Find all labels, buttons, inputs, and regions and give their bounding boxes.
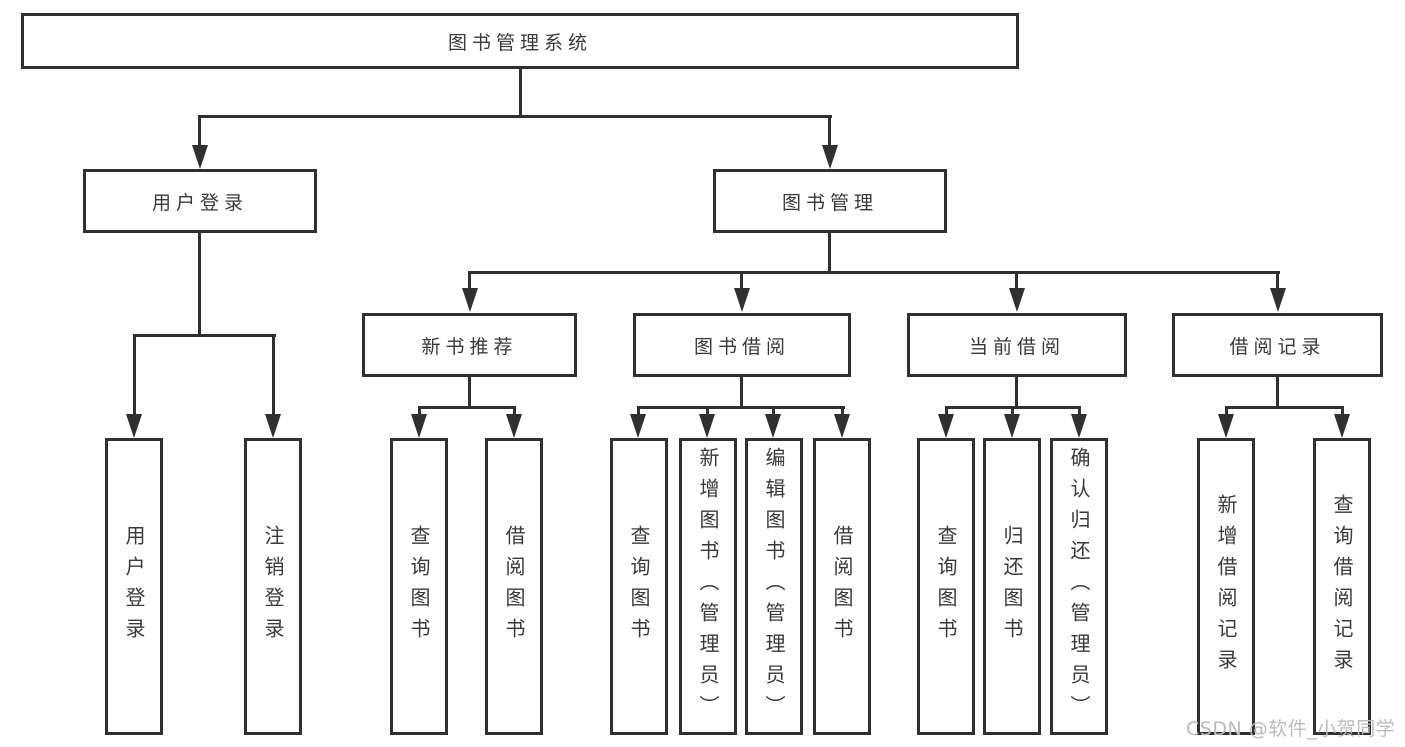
connector-vline [772, 406, 775, 417]
connector-vline [945, 406, 948, 417]
arrowhead-down-icon [126, 414, 142, 438]
arrowhead-down-icon [506, 414, 522, 438]
connector-vline [706, 406, 709, 417]
connector-vline [468, 271, 471, 289]
branch-box-user-login: 用户登录 [83, 169, 317, 233]
section-label: 当前借阅 [968, 335, 1065, 358]
leaf-label: 归还图书 [1000, 524, 1024, 649]
section-box-current-borrow: 当前借阅 [907, 313, 1127, 377]
arrowhead-down-icon [1009, 288, 1025, 312]
connector-vline [828, 115, 831, 148]
arrowhead-down-icon [1270, 288, 1286, 312]
leaf-box-query-borrow-record: 查询借阅记录 [1313, 438, 1371, 735]
section-box-book-borrow: 图书借阅 [633, 313, 851, 377]
connector-vline [740, 377, 743, 409]
branch-label: 用户登录 [151, 191, 248, 214]
connector-vline [1341, 406, 1344, 417]
connector-vline [1015, 271, 1018, 289]
leaf-label: 新增图书（管理员） [696, 447, 720, 726]
branch-box-book-mgmt: 图书管理 [713, 169, 947, 233]
connector-hline [637, 406, 845, 409]
arrowhead-down-icon [265, 414, 281, 438]
section-label: 图书借阅 [693, 335, 790, 358]
leaf-box-user-login: 用户登录 [105, 438, 163, 735]
arrowhead-down-icon [462, 288, 478, 312]
leaf-box-confirm-return-admin: 确认归还（管理员） [1050, 438, 1108, 735]
section-label: 借阅记录 [1229, 335, 1326, 358]
root-box-library-system: 图书管理系统 [21, 13, 1019, 69]
connector-vline [468, 377, 471, 409]
arrowhead-down-icon [1004, 414, 1020, 438]
connector-vline [519, 67, 522, 118]
arrowhead-down-icon [734, 288, 750, 312]
connector-hline [198, 115, 832, 118]
arrowhead-down-icon [822, 145, 838, 169]
arrowhead-down-icon [411, 414, 427, 438]
leaf-label: 借阅图书 [502, 524, 526, 649]
connector-vline [1078, 406, 1081, 417]
leaf-box-return-books: 归还图书 [983, 438, 1041, 735]
arrowhead-down-icon [1071, 414, 1087, 438]
arrowhead-down-icon [1334, 414, 1350, 438]
branch-label: 图书管理 [781, 191, 878, 214]
connector-vline [1276, 271, 1279, 289]
leaf-label: 编辑图书（管理员） [762, 447, 786, 726]
section-label: 新书推荐 [421, 335, 518, 358]
leaf-label: 查询图书 [934, 524, 958, 649]
section-box-new-books: 新书推荐 [362, 313, 577, 377]
leaf-label: 查询图书 [407, 524, 431, 649]
connector-vline [1276, 377, 1279, 409]
arrowhead-down-icon [630, 414, 646, 438]
connector-vline [1015, 377, 1018, 409]
leaf-box-edit-books-admin: 编辑图书（管理员） [745, 438, 803, 735]
connector-vline [637, 406, 640, 417]
leaf-label: 查询图书 [627, 524, 651, 649]
connector-vline [133, 334, 136, 417]
leaf-box-borrow-books-newbooks: 借阅图书 [485, 438, 543, 735]
arrowhead-down-icon [765, 414, 781, 438]
connector-hline [418, 406, 516, 409]
leaf-label: 注销登录 [261, 524, 285, 649]
leaf-label: 确认归还（管理员） [1067, 447, 1091, 726]
leaf-label: 用户登录 [122, 524, 146, 649]
leaf-box-add-books-admin: 新增图书（管理员） [679, 438, 737, 735]
connector-vline [740, 271, 743, 289]
arrowhead-down-icon [192, 145, 208, 169]
connector-vline [1225, 406, 1228, 417]
leaf-box-borrow-books: 借阅图书 [813, 438, 871, 735]
arrowhead-down-icon [699, 414, 715, 438]
connector-vline [841, 406, 844, 417]
connector-vline [513, 406, 516, 417]
leaf-box-logout: 注销登录 [244, 438, 302, 735]
connector-hline [468, 271, 1280, 274]
leaf-label: 新增借阅记录 [1214, 493, 1238, 680]
connector-hline [1225, 406, 1344, 409]
connector-vline [828, 233, 831, 274]
root-label: 图书管理系统 [447, 31, 592, 54]
arrowhead-down-icon [938, 414, 954, 438]
leaf-label: 借阅图书 [830, 524, 854, 649]
connector-vline [272, 334, 275, 417]
leaf-box-add-borrow-record: 新增借阅记录 [1197, 438, 1255, 735]
section-box-borrow-records: 借阅记录 [1172, 313, 1383, 377]
leaf-box-query-books-newbooks: 查询图书 [390, 438, 448, 735]
connector-vline [198, 115, 201, 148]
arrowhead-down-icon [1218, 414, 1234, 438]
csdn-watermark: CSDN @软件_小贺同学 [1186, 718, 1396, 740]
leaf-box-query-books-borrow: 查询图书 [610, 438, 668, 735]
leaf-box-query-books-current: 查询图书 [917, 438, 975, 735]
leaf-label: 查询借阅记录 [1330, 493, 1354, 680]
connector-vline [1011, 406, 1014, 417]
arrowhead-down-icon [834, 414, 850, 438]
connector-vline [418, 406, 421, 417]
connector-vline [198, 233, 201, 337]
connector-hline [133, 334, 276, 337]
